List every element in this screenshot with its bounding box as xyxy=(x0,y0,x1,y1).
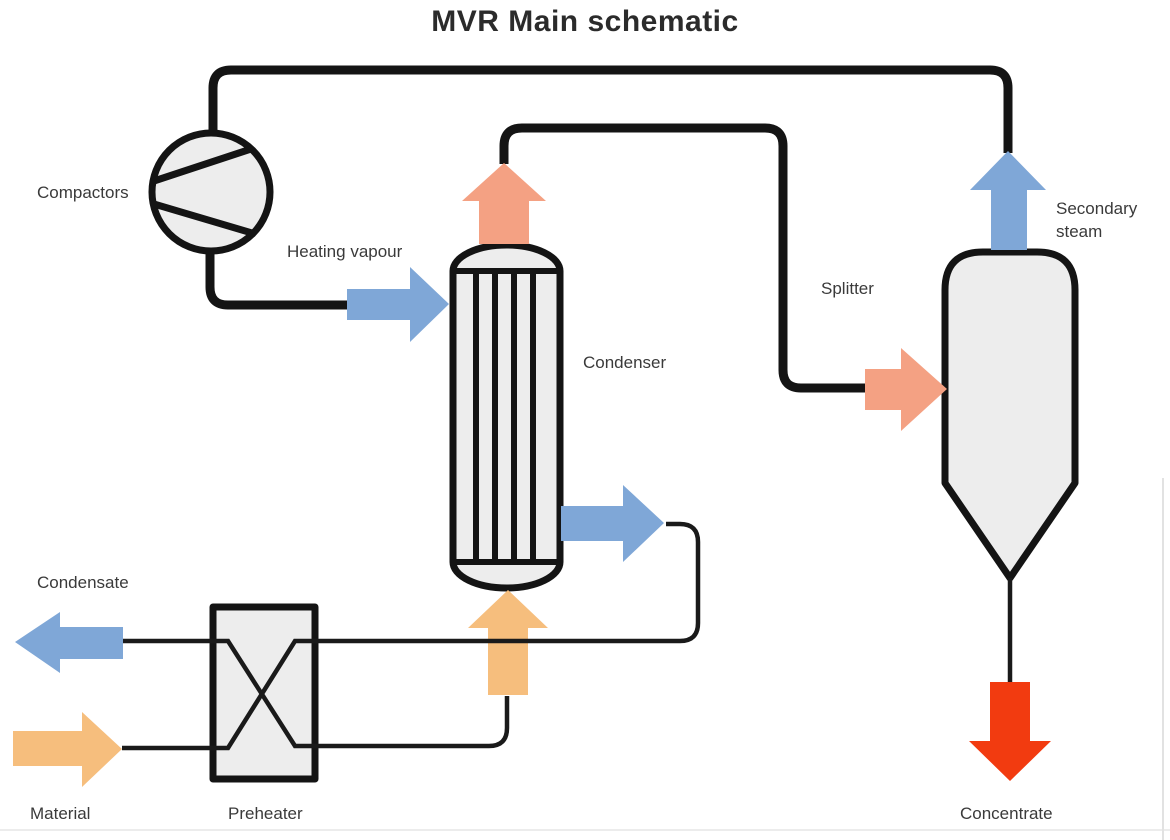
label-heating-vapour: Heating vapour xyxy=(287,242,403,261)
label-secondary-steam: Secondary steam xyxy=(1056,199,1138,241)
splitter-arrow xyxy=(865,348,947,431)
condensate-out-arrow xyxy=(561,485,664,562)
material-arrow xyxy=(13,712,122,787)
compressor-symbol xyxy=(148,129,274,255)
secondary-steam-top-pipe xyxy=(208,65,1013,153)
label-material: Material xyxy=(30,804,91,823)
separator-vessel xyxy=(941,248,1079,582)
condenser-to-splitter-pipe xyxy=(499,123,866,393)
condensate-cross-line xyxy=(123,638,510,749)
secondary-steam-arrow xyxy=(970,151,1046,250)
label-splitter: Splitter xyxy=(821,279,874,298)
label-preheater: Preheater xyxy=(228,804,303,823)
compressor-blade-top xyxy=(150,145,255,185)
material-cross-line xyxy=(122,521,701,751)
condensate-arrow xyxy=(15,612,123,673)
concentrate-arrow xyxy=(969,682,1051,781)
label-concentrate: Concentrate xyxy=(960,804,1053,823)
condenser-vessel xyxy=(449,241,564,592)
label-condensate: Condensate xyxy=(37,573,129,592)
heating-vapour-arrow xyxy=(347,267,449,342)
condenser-vapour-riser-arrow xyxy=(462,163,546,244)
compressor-blade-bottom xyxy=(150,200,256,237)
label-condenser: Condenser xyxy=(583,353,667,372)
compressor-outlet-pipe xyxy=(205,246,347,310)
diagram-title: MVR Main schematic xyxy=(431,5,739,38)
label-compressor: Compactors xyxy=(37,183,129,202)
